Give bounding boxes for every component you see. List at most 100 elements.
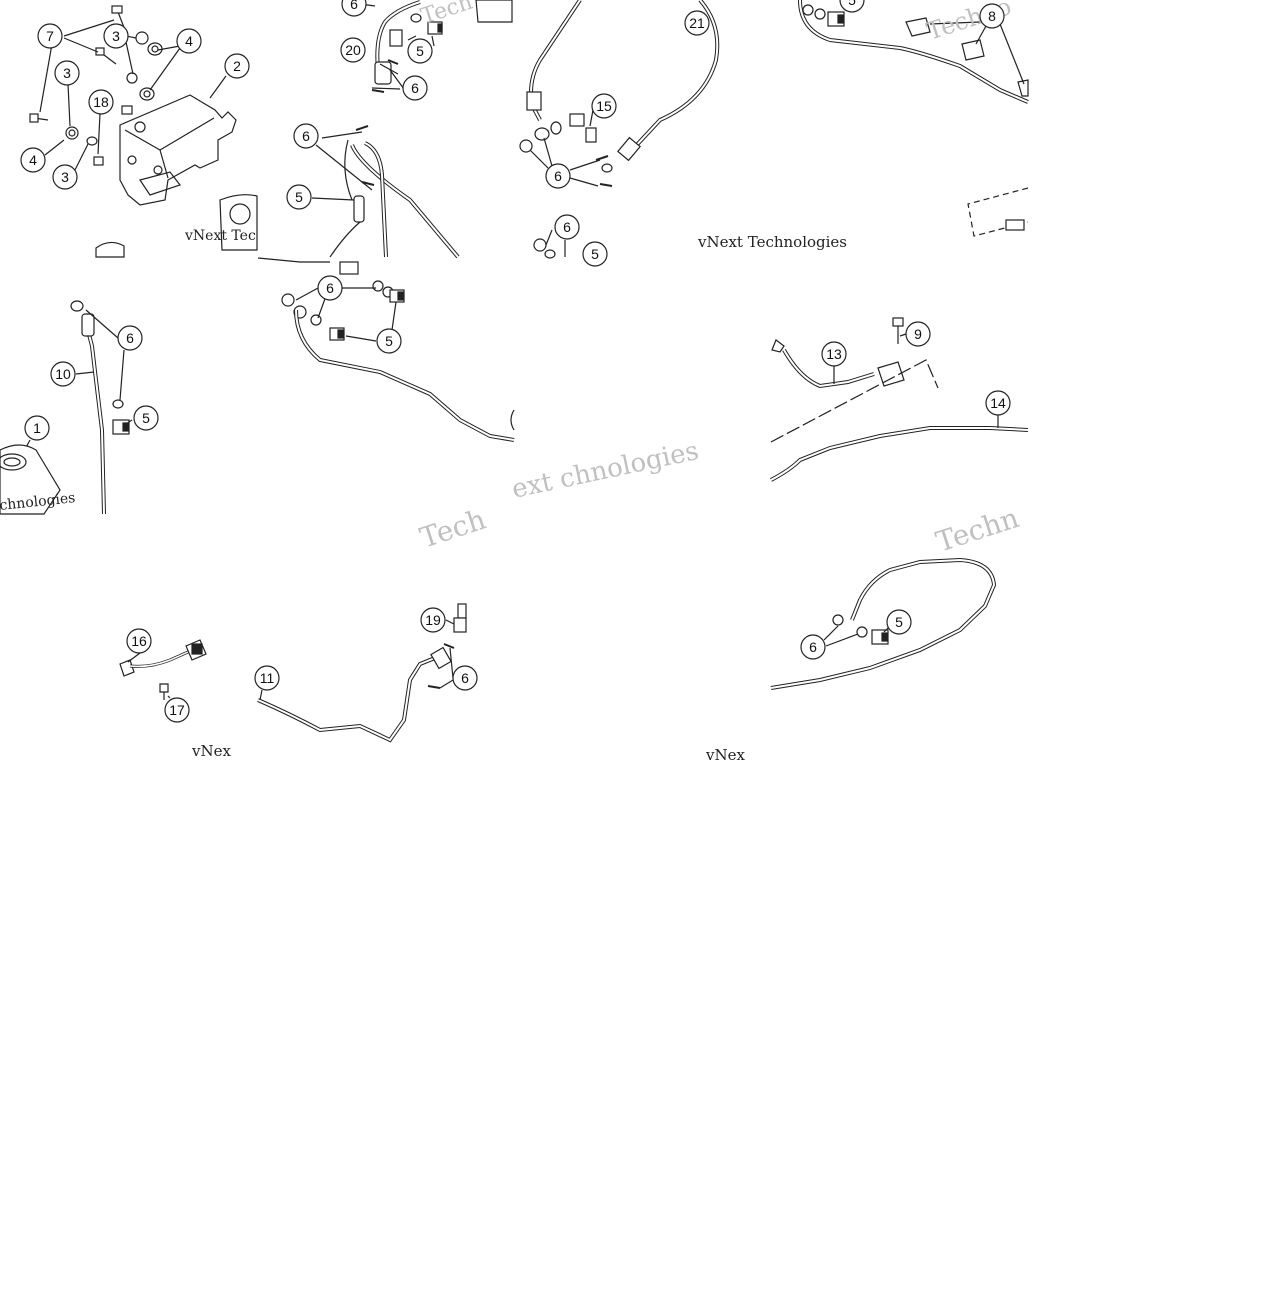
svg-text:6: 6 [326,280,334,296]
svg-text:4: 4 [185,33,193,49]
svg-text:vNext Tec: vNext Tec [184,228,256,244]
svg-text:5: 5 [895,614,903,630]
callout-3: 3 [103,23,129,49]
callout-6: 6 [317,275,343,301]
svg-text:13: 13 [826,346,842,362]
callout-6: 6 [341,0,367,17]
tile-mid-fourth [770,317,1029,482]
svg-text:5: 5 [142,410,150,426]
callout-16: 16 [126,628,152,654]
svg-text:21: 21 [689,15,705,31]
callout-2: 2 [224,53,250,79]
svg-text:6: 6 [126,330,134,346]
tile-bottom-second-callouts: 19 11 6 [254,607,478,691]
callout-11: 11 [254,665,280,691]
svg-text:chnologies: chnologies [0,490,76,514]
tile-mid-left-watermark: chnologies [0,490,76,514]
callout-20: 20 [340,37,366,63]
svg-text:8: 8 [988,8,996,24]
svg-text:2: 2 [233,58,241,74]
callout-3: 3 [52,164,78,190]
callout-13: 13 [821,341,847,367]
svg-text:6: 6 [554,168,562,184]
svg-text:17: 17 [169,702,185,718]
callout-6: 6 [545,163,571,189]
tile-bottom-left-watermark: vNex [191,742,231,760]
callout-5: 5 [376,328,402,354]
svg-text:9: 9 [914,326,922,342]
callout-6: 6 [800,634,826,660]
tile-bottom-fourth [770,557,997,690]
callout-18: 18 [88,89,114,115]
svg-text:5: 5 [295,189,303,205]
callout-4: 4 [176,28,202,54]
svg-text:18: 18 [93,94,109,110]
callout-6: 6 [554,214,580,240]
svg-text:6: 6 [563,219,571,235]
tile-top-second-callouts: 6 20 5 6 6 5 [286,0,433,210]
callout-19: 19 [420,607,446,633]
svg-text:6: 6 [411,80,419,96]
callout-10: 10 [50,361,76,387]
callout-5: 5 [839,0,865,13]
svg-text:7: 7 [46,28,54,44]
callout-8: 8 [979,3,1005,29]
svg-text:10: 10 [55,366,71,382]
svg-text:3: 3 [61,169,69,185]
svg-text:1: 1 [33,420,41,436]
tile-top-third-callouts: 21 15 6 6 5 [545,10,710,267]
svg-text:5: 5 [591,246,599,262]
callout-7: 7 [37,23,63,49]
callout-6: 6 [117,325,143,351]
tile-bottom-second [257,603,467,743]
svg-text:5: 5 [385,333,393,349]
svg-text:14: 14 [990,395,1006,411]
tile-mid-second-callouts: 6 5 [317,275,402,354]
tile-mid-left [0,300,133,515]
svg-text:11: 11 [260,670,275,686]
callout-4: 4 [20,147,46,173]
svg-text:15: 15 [596,98,612,114]
tile-top-fourth-callouts: 5 8 [839,0,1005,29]
svg-text:5: 5 [416,43,424,59]
callout-21: 21 [684,10,710,36]
callout-5: 5 [133,405,159,431]
callout-15: 15 [591,93,617,119]
tile-top-left [29,5,258,258]
svg-text:6: 6 [302,128,310,144]
callout-5: 5 [886,609,912,635]
callout-6: 6 [452,665,478,691]
svg-text:vNex: vNex [191,742,231,760]
callout-3: 3 [54,60,80,86]
callout-14: 14 [985,390,1011,416]
svg-text:6: 6 [809,639,817,655]
svg-text:vNext Technologies: vNext Technologies [697,233,847,251]
tile-top-left-watermark: vNext Tec [184,228,256,244]
callout-6: 6 [293,123,319,149]
tile-top-left-callouts: 7 3 4 2 3 18 4 3 [20,23,250,190]
callout-9: 9 [905,321,931,347]
callout-17: 17 [164,697,190,723]
svg-text:3: 3 [63,65,71,81]
callout-5: 5 [407,38,433,64]
mounting-bracket [119,94,237,206]
svg-text:6: 6 [350,0,358,12]
svg-text:3: 3 [112,28,120,44]
svg-text:4: 4 [29,152,37,168]
svg-text:vNex: vNex [705,746,745,764]
tile-bottom-left [119,639,207,700]
callout-5: 5 [286,184,312,210]
svg-text:16: 16 [131,633,147,649]
tile-top-second [311,0,513,259]
tile-top-third-watermark: vNext Technologies [697,233,847,251]
svg-text:19: 19 [425,612,441,628]
bolt-7-low [29,113,49,123]
tile-top-fourth [798,0,1029,237]
svg-text:5: 5 [848,0,856,8]
tile-mid-left-callouts: 6 10 5 1 [24,325,159,441]
callout-6: 6 [402,75,428,101]
callout-5: 5 [582,241,608,267]
tile-top-third [519,0,720,259]
